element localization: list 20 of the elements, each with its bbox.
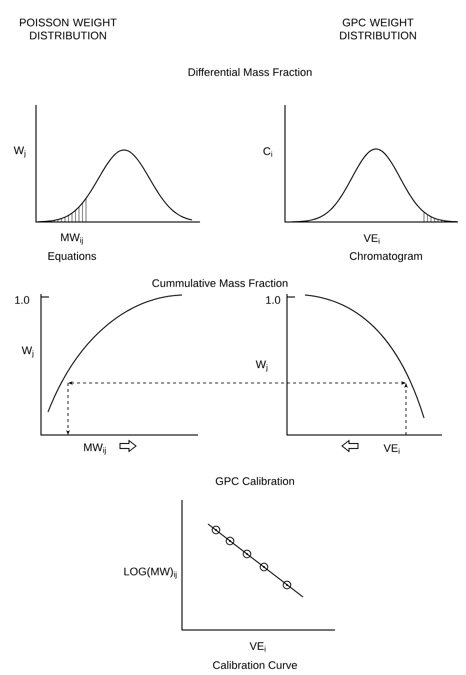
tick-label: 1.0 <box>266 296 280 304</box>
tick-label: 1.0 <box>15 296 30 304</box>
plot-caption: Calibration Curve <box>213 660 297 670</box>
axis-label: C$_{i}$ <box>263 147 272 157</box>
plot-caption: Chromatogram <box>350 252 422 262</box>
axis-label: VE$_{i}$ <box>250 642 266 652</box>
section-title: Cummulative Mass Fraction <box>152 278 288 288</box>
axis-label: MW$_{ij}$ <box>61 234 83 244</box>
section-title: Differential Mass Fraction <box>188 68 312 76</box>
axis-label: MW$_{ij}$ <box>84 444 106 454</box>
axis-label: VE$_{i}$ <box>364 234 380 244</box>
section-title: GPC Calibration <box>216 476 294 486</box>
axis-label: VE$_{i}$ <box>384 444 400 454</box>
axis-label: W$_{j}$ <box>22 346 34 358</box>
heading: POISSON WEIGHT DISTRIBUTION <box>20 18 117 40</box>
axis-label: LOG(MW)$_{ij}$ <box>124 567 176 579</box>
plot-caption: Equations <box>48 252 96 262</box>
heading: GPC WEIGHT DISTRIBUTION <box>340 18 416 40</box>
axis-label: W$_{j}$ <box>256 360 268 372</box>
axis-label: W$_{j}$ <box>14 146 26 158</box>
